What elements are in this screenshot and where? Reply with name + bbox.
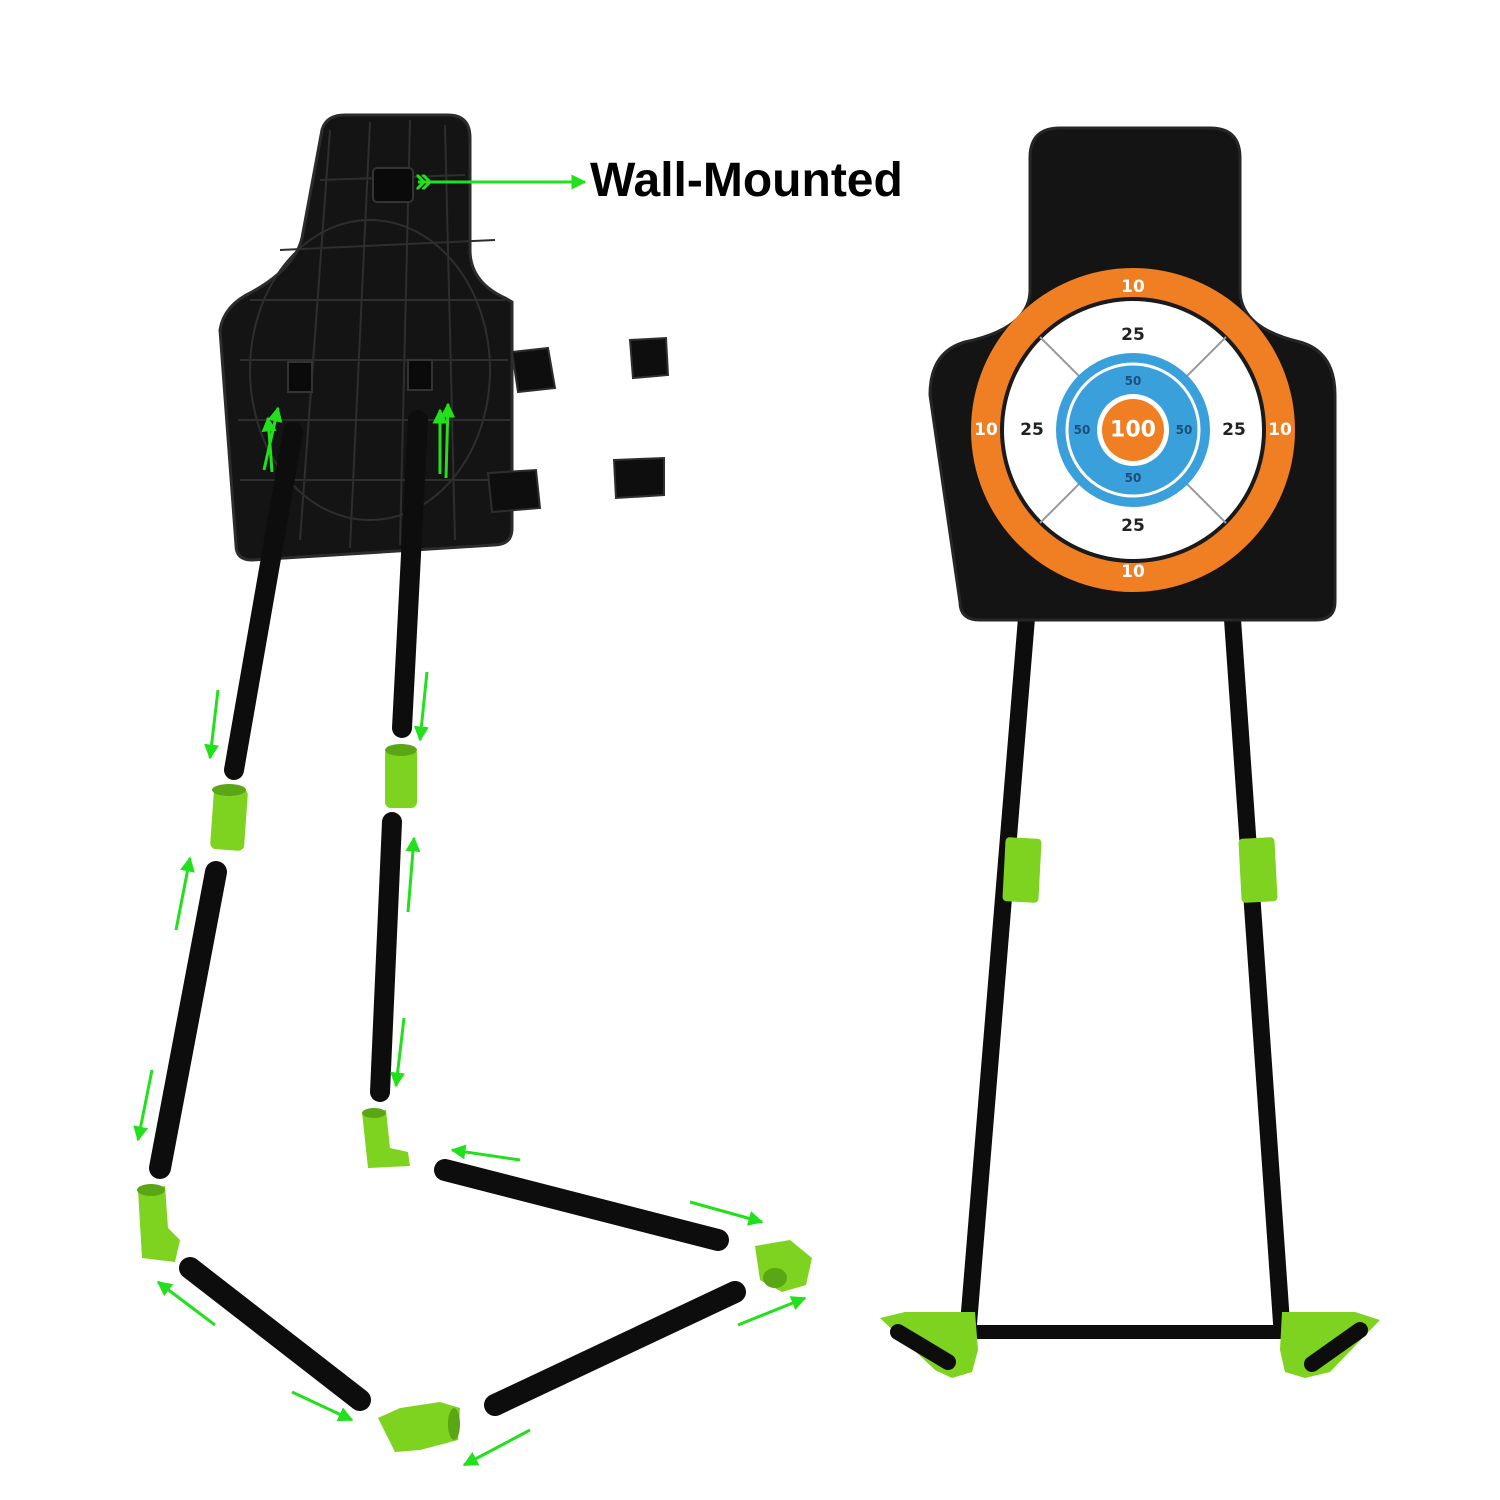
score-50-top: 50	[1125, 374, 1142, 388]
assembled-foot-right	[1280, 1312, 1380, 1378]
right-upright-lower	[370, 812, 402, 1102]
score-25-right: 25	[1222, 420, 1246, 440]
base-bar-back	[434, 1159, 729, 1251]
coupler-right	[385, 744, 417, 808]
assembled-legs	[959, 611, 1291, 1339]
elbow-right	[362, 1108, 410, 1168]
score-100: 100	[1110, 418, 1156, 443]
score-10-right: 10	[1268, 420, 1292, 440]
wall-mounted-callout: Wall-Mounted	[418, 154, 903, 207]
coupler-left	[210, 784, 248, 851]
score-10-top: 10	[1121, 277, 1145, 297]
right-upright-upper	[392, 410, 428, 738]
left-upright-upper	[224, 422, 303, 780]
elbow-left	[137, 1184, 180, 1262]
score-25-bottom: 25	[1121, 516, 1145, 536]
score-10-bottom: 10	[1121, 562, 1145, 582]
score-25-left: 25	[1020, 420, 1044, 440]
wall-mount-slot	[372, 167, 414, 203]
base-bar-right	[484, 1281, 746, 1416]
board-clips	[486, 336, 670, 514]
score-50-right: 50	[1176, 423, 1193, 437]
left-upright-lower	[149, 861, 227, 1179]
exploded-assembly: Wall-Mounted	[133, 113, 903, 1467]
assembly-arrows	[133, 402, 807, 1467]
target-face: 10 10 10 10 25 25 25 25 50 50 50 50 100	[971, 268, 1295, 592]
assembled-target: 10 10 10 10 25 25 25 25 50 50 50 50 100	[880, 126, 1380, 1378]
wall-mounted-label: Wall-Mounted	[590, 154, 903, 207]
score-50-bottom: 50	[1125, 471, 1142, 485]
score-25-top: 25	[1121, 325, 1145, 345]
elbow-back-right	[755, 1240, 812, 1292]
score-50-left: 50	[1074, 423, 1091, 437]
base-bar-left	[179, 1257, 371, 1411]
elbow-front	[378, 1402, 460, 1452]
assembled-foot-left	[880, 1312, 978, 1378]
score-10-left: 10	[974, 420, 998, 440]
